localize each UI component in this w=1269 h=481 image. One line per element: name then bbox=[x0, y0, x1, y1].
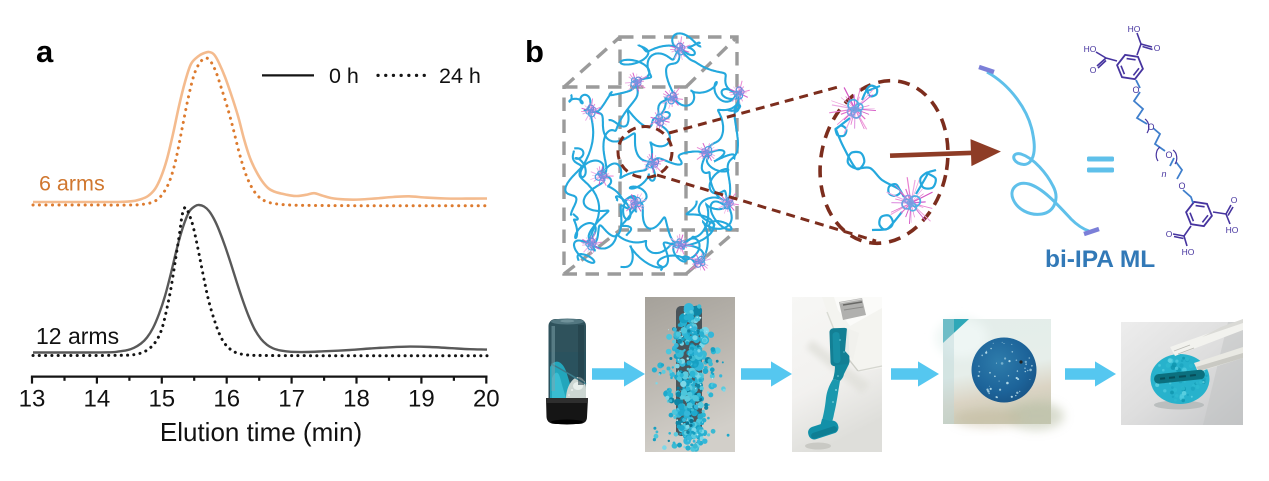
svg-text:O: O bbox=[1090, 65, 1097, 75]
svg-text:20: 20 bbox=[473, 386, 500, 413]
svg-text:O: O bbox=[1166, 229, 1173, 239]
svg-text:0 h: 0 h bbox=[329, 64, 359, 88]
svg-text:16: 16 bbox=[213, 386, 240, 413]
svg-text:bi-IPA ML: bi-IPA ML bbox=[1045, 246, 1155, 273]
svg-text:14: 14 bbox=[84, 386, 111, 413]
svg-text:24 h: 24 h bbox=[439, 64, 481, 88]
svg-text:O: O bbox=[1165, 150, 1172, 160]
svg-text:O: O bbox=[1154, 43, 1161, 53]
svg-text:12 arms: 12 arms bbox=[36, 323, 119, 349]
svg-text:O: O bbox=[1231, 195, 1238, 205]
svg-text:HO: HO bbox=[1128, 24, 1141, 34]
svg-text:6 arms: 6 arms bbox=[39, 172, 105, 196]
svg-text:15: 15 bbox=[148, 386, 175, 413]
svg-text:19: 19 bbox=[408, 386, 435, 413]
svg-text:HO: HO bbox=[1084, 44, 1097, 54]
svg-text:Elution time (min): Elution time (min) bbox=[160, 417, 362, 447]
svg-text:O: O bbox=[1178, 181, 1185, 191]
svg-text:n: n bbox=[1161, 169, 1166, 179]
svg-text:18: 18 bbox=[343, 386, 370, 413]
svg-text:HO: HO bbox=[1226, 225, 1239, 235]
svg-text:17: 17 bbox=[278, 386, 305, 413]
svg-text:O: O bbox=[1132, 85, 1139, 95]
svg-text:HO: HO bbox=[1182, 247, 1195, 257]
svg-text:a: a bbox=[36, 34, 54, 69]
svg-text:O: O bbox=[1147, 122, 1154, 132]
svg-text:b: b bbox=[525, 34, 544, 69]
svg-text:13: 13 bbox=[19, 386, 46, 413]
